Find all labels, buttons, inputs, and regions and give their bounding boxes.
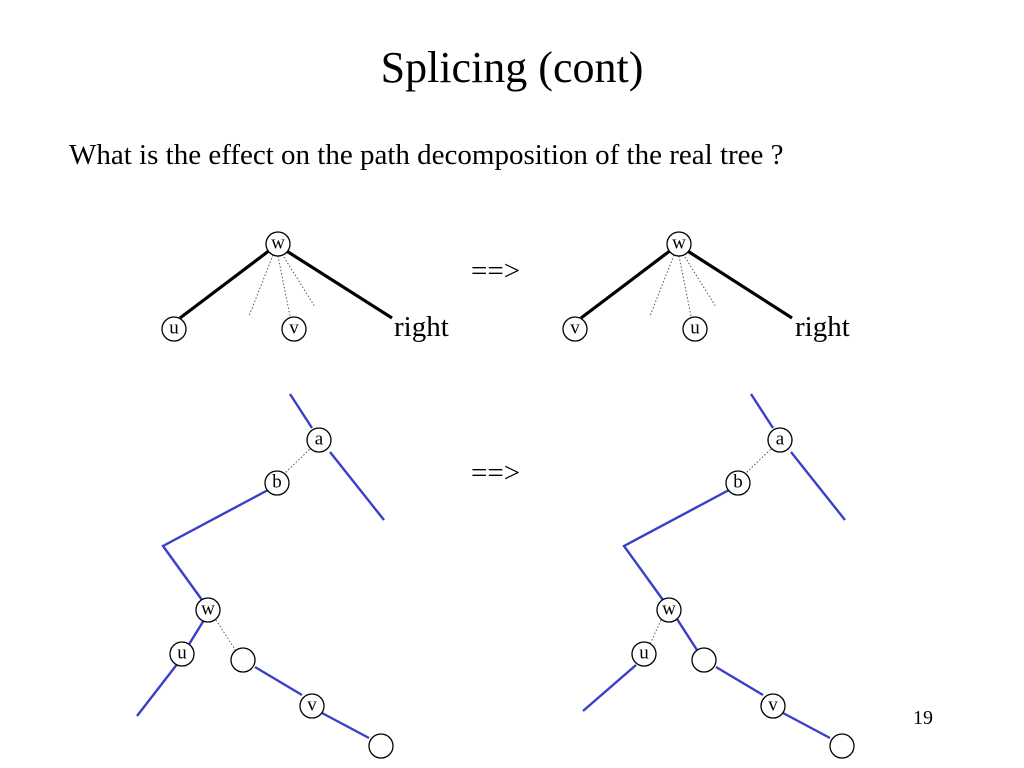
top-left-dotted-edge-3 xyxy=(281,253,316,308)
bottom-left-path-u-down xyxy=(136,662,179,717)
bottom-left-path-circle-to-v xyxy=(254,665,303,697)
top-left-node-v xyxy=(281,316,307,342)
bottom-right-node-unlabeled-2 xyxy=(829,733,855,759)
bottom-left-node-v-label: v xyxy=(307,695,317,716)
bottom-left-path-a-down-right xyxy=(329,451,385,521)
top-right-edge-w-v xyxy=(580,248,672,320)
bottom-right-node-u-label: u xyxy=(639,643,649,664)
top-right-node-v-label: v xyxy=(570,318,580,339)
bottom-left-node-u xyxy=(169,641,195,667)
bottom-right-path-u-down xyxy=(582,664,637,712)
bottom-right-path-circle-to-v xyxy=(715,665,764,697)
bottom-left-node-v xyxy=(299,693,325,719)
question-text: What is the effect on the path decomposi… xyxy=(69,139,784,171)
bottom-left-path-top-to-a xyxy=(288,393,314,429)
bottom-left-node-a-label: a xyxy=(315,429,324,450)
bottom-left-path-b-to-w xyxy=(161,488,269,601)
bottom-right-path-top-to-a xyxy=(749,393,775,429)
bottom-left-dotted-a-b xyxy=(283,446,313,475)
bottom-right-dotted-a-b xyxy=(744,446,774,475)
slide-title: Splicing (cont) xyxy=(380,43,644,92)
bottom-right-path-v-to-circle xyxy=(782,711,831,740)
top-right-dotted-edge-1 xyxy=(649,254,675,317)
bottom-right-dotted-w-u xyxy=(649,619,662,645)
bottom-right-node-a-label: a xyxy=(776,429,785,450)
bottom-right-node-w xyxy=(656,597,682,623)
bottom-left-dotted-w-circle xyxy=(215,619,237,652)
top-right-node-v xyxy=(562,316,588,342)
bottom-left-node-a xyxy=(306,427,332,453)
bottom-right-node-u xyxy=(631,641,657,667)
top-left-dotted-edge-2 xyxy=(277,255,291,317)
top-right-edge-w-right xyxy=(685,248,793,320)
top-right-node-u xyxy=(682,316,708,342)
bottom-right-node-v xyxy=(760,693,786,719)
top-left-node-v-label: v xyxy=(289,318,299,339)
top-left-node-w xyxy=(265,231,291,257)
top-left-dotted-edge-1 xyxy=(248,254,274,317)
bottom-left-path-v-to-circle xyxy=(321,711,370,740)
bottom-right-node-b xyxy=(725,470,751,496)
bottom-right-tree: a b w u v xyxy=(582,393,855,759)
bottom-right-path-b-to-w xyxy=(622,488,730,601)
top-left-right-label: right xyxy=(394,311,449,343)
bottom-left-node-u-label: u xyxy=(177,643,187,664)
top-left-node-u xyxy=(161,316,187,342)
bottom-left-node-unlabeled-2 xyxy=(368,733,394,759)
top-right-node-u-label: u xyxy=(690,318,700,339)
top-left-tree: w u v right xyxy=(161,231,449,343)
bottom-left-node-b xyxy=(264,470,290,496)
bottom-arrow: ==> xyxy=(471,457,520,489)
top-left-edge-w-right xyxy=(284,248,393,320)
top-right-right-label: right xyxy=(795,311,850,343)
bottom-right-node-v-label: v xyxy=(768,695,778,716)
bottom-right-node-w-label: w xyxy=(662,599,676,620)
page-number: 19 xyxy=(913,707,933,729)
top-right-node-w-label: w xyxy=(672,233,686,254)
bottom-right-path-a-down-right xyxy=(790,451,846,521)
top-left-node-u-label: u xyxy=(169,318,179,339)
top-left-node-w-label: w xyxy=(271,233,285,254)
bottom-left-tree: a b w u v xyxy=(136,393,394,759)
bottom-left-node-w-label: w xyxy=(201,599,215,620)
top-right-dotted-edge-3 xyxy=(682,253,717,308)
top-left-edge-w-u xyxy=(179,248,271,320)
top-right-dotted-edge-2 xyxy=(678,255,692,317)
bottom-left-node-unlabeled-1 xyxy=(230,647,256,673)
top-right-tree: w v u right xyxy=(562,231,850,343)
bottom-left-node-w xyxy=(195,597,221,623)
bottom-right-node-a xyxy=(767,427,793,453)
bottom-left-path-w-to-u xyxy=(186,619,206,647)
top-right-node-w xyxy=(666,231,692,257)
bottom-right-path-w-to-circle xyxy=(675,618,699,651)
bottom-right-node-unlabeled-1 xyxy=(691,647,717,673)
bottom-left-node-b-label: b xyxy=(272,472,282,493)
top-arrow: ==> xyxy=(471,255,520,287)
bottom-right-node-b-label: b xyxy=(733,472,743,493)
